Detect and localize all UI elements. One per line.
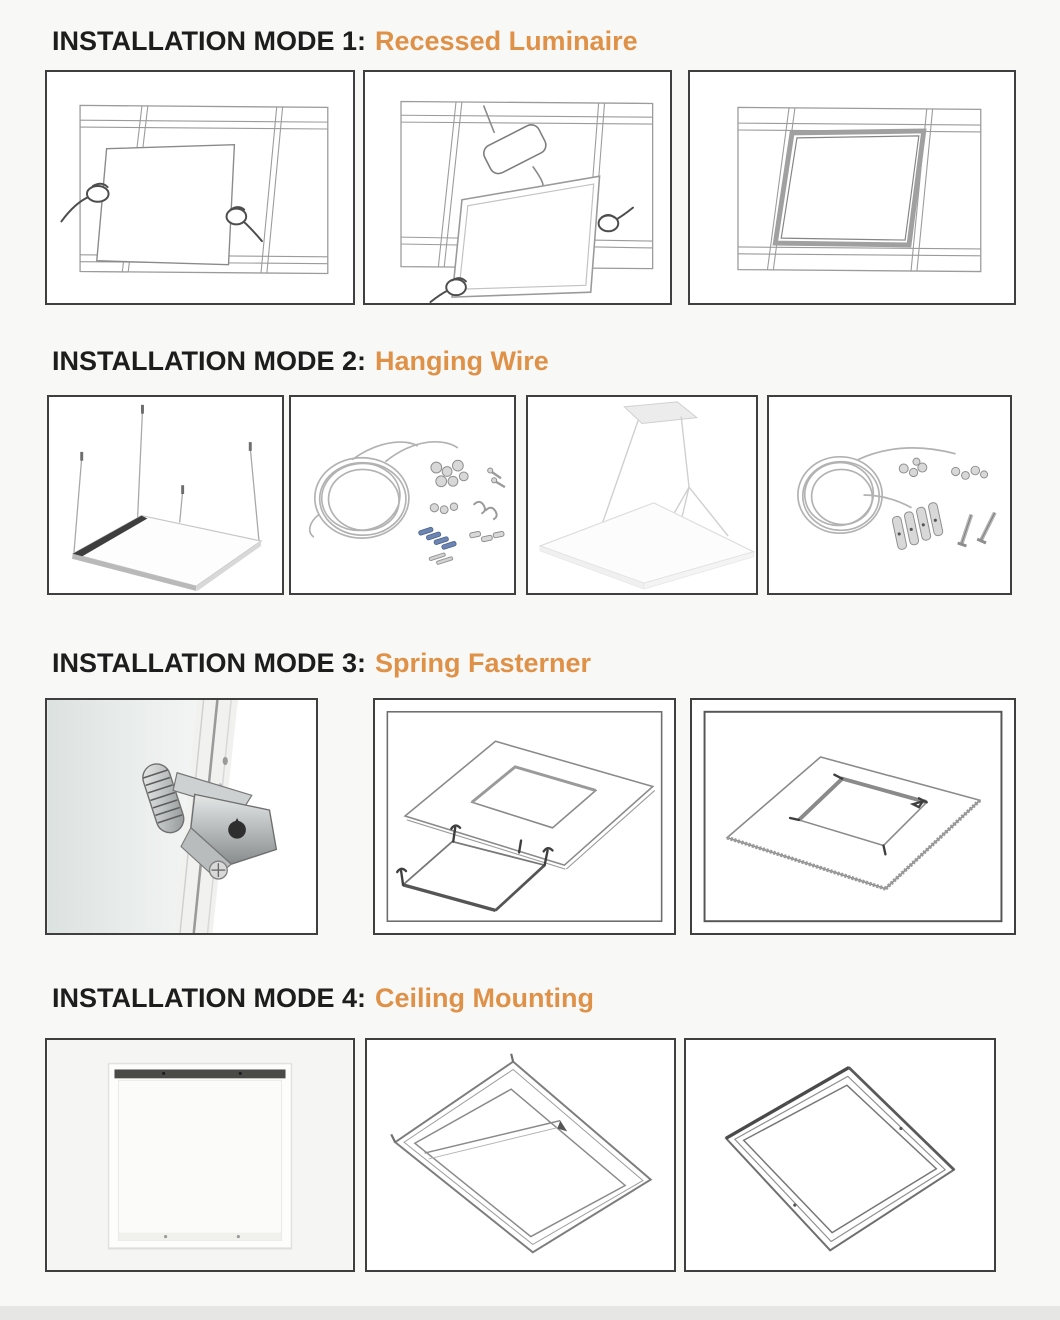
suspension-wires	[73, 404, 260, 554]
mode3-cutout-and-frame-figure	[373, 698, 676, 935]
led-panel	[451, 175, 601, 298]
section-3-heading-prefix: INSTALLATION MODE 3:	[52, 648, 366, 678]
bolts-row	[429, 502, 459, 515]
corner-clips	[788, 773, 928, 856]
section-4-heading: INSTALLATION MODE 4: Ceiling Mounting	[52, 983, 594, 1014]
coiled-steel-wire	[797, 447, 956, 535]
page-bottom-edge	[0, 1306, 1060, 1320]
mode2-suspended-panel-figure	[47, 395, 284, 595]
led-driver-box	[482, 105, 547, 197]
recessed-led-panel	[772, 128, 927, 248]
suspended-panel-illustration	[71, 404, 263, 592]
mode1-step1-lift-panel-figure	[45, 70, 355, 305]
section-2-heading: INSTALLATION MODE 2: Hanging Wire	[52, 346, 549, 377]
mode2-hanging-panel-figure	[526, 395, 758, 595]
lift-panel-illustration	[60, 104, 329, 275]
section-2-heading-highlight: Hanging Wire	[374, 346, 549, 376]
right-hand-icon	[597, 206, 634, 233]
surface-mount-frame	[107, 1062, 293, 1250]
mode4-assembled-frame-figure	[684, 1038, 996, 1272]
section-3-heading-highlight: Spring Fasterner	[374, 648, 592, 678]
ceiling-plate	[623, 401, 699, 424]
coiled-steel-wire	[308, 440, 459, 539]
spring-clips	[396, 824, 554, 887]
panel-recessed-illustration	[737, 106, 982, 273]
wire-grippers	[898, 457, 989, 480]
spring-fastener-clip	[142, 763, 278, 880]
mounting-screws	[957, 511, 997, 548]
mode3-panel-in-cutout-figure	[690, 698, 1016, 935]
clip-frame	[396, 824, 554, 912]
mode4-white-frame-figure	[45, 1038, 355, 1272]
section-3-heading: INSTALLATION MODE 3: Spring Fasterner	[52, 648, 591, 679]
assembled-mount-frame	[724, 1066, 956, 1252]
left-hand-icon	[60, 182, 110, 223]
slide-arrow	[557, 1120, 568, 1132]
section-4-heading-highlight: Ceiling Mounting	[374, 983, 594, 1013]
ceiling-grid	[400, 100, 654, 270]
ceiling-sheet-with-cutout	[403, 740, 656, 870]
ceiling-sheet	[725, 756, 982, 891]
wire-kit-b-illustration	[797, 447, 997, 550]
cutout-and-frame-illustration	[386, 711, 663, 922]
section-1-heading: INSTALLATION MODE 1: Recessed Luminaire	[52, 26, 638, 57]
inner-border	[386, 711, 663, 922]
mode2-wire-kit-b-figure	[767, 395, 1012, 595]
wire-kit-a-illustration	[308, 440, 506, 565]
assembled-frame-illustration	[724, 1066, 956, 1252]
section-4-heading-prefix: INSTALLATION MODE 4:	[52, 983, 366, 1013]
spring-clip-photo	[47, 700, 316, 933]
tilt-insert-illustration	[400, 100, 654, 303]
section-1-heading-highlight: Recessed Luminaire	[374, 26, 638, 56]
mode4-frame-with-rail-figure	[365, 1038, 676, 1272]
panel-in-cutout-illustration	[703, 710, 1003, 923]
left-hand-icon	[429, 277, 467, 303]
adjuster-cylinders	[891, 502, 944, 550]
white-frame-photo	[47, 1040, 353, 1270]
mode1-step2-tilt-insert-figure	[363, 70, 672, 305]
section-2-heading-prefix: INSTALLATION MODE 2:	[52, 346, 366, 376]
section-1-heading-prefix: INSTALLATION MODE 1:	[52, 26, 366, 56]
inner-border	[703, 710, 1003, 923]
mode3-spring-clip-figure	[45, 698, 318, 935]
mode1-step3-recessed-figure	[688, 70, 1016, 305]
mount-frame-perspective	[390, 1053, 653, 1254]
frame-with-rail-illustration	[390, 1053, 653, 1254]
led-panel	[538, 502, 756, 590]
small-screws	[487, 467, 506, 489]
wire-grippers	[430, 459, 469, 488]
frosted-panel-face	[47, 700, 197, 933]
led-panel	[71, 514, 263, 592]
top-slot	[114, 1069, 286, 1079]
led-panel	[96, 144, 236, 266]
right-hand-icon	[225, 206, 263, 243]
installed-panel-frame	[788, 773, 929, 856]
hanging-panel-illustration	[538, 401, 756, 590]
wall-anchors	[418, 526, 457, 565]
hooks-and-parts	[469, 500, 505, 543]
mode2-wire-kit-a-figure	[289, 395, 516, 595]
